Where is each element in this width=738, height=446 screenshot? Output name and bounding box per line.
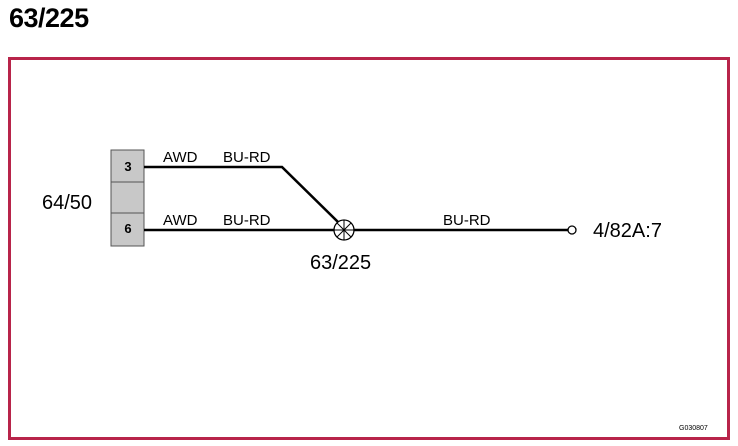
connector-64-50: 3 6 <box>110 149 145 247</box>
page-title: 63/225 <box>9 3 89 33</box>
wire-function-label: AWD <box>163 212 198 229</box>
terminal-icon <box>567 225 577 235</box>
wire-color-label: BU-RD <box>223 149 271 166</box>
wire-color-label: BU-RD <box>223 212 271 229</box>
pin-label-6: 6 <box>124 221 131 236</box>
wire-color-label: BU-RD <box>443 212 491 229</box>
splice-icon <box>333 219 355 241</box>
destination-label: 4/82A:7 <box>593 220 662 242</box>
wire-function-label: AWD <box>163 149 198 166</box>
connector-body <box>110 149 145 247</box>
wire-pin3 <box>144 165 339 223</box>
pin-label-3: 3 <box>124 159 131 174</box>
splice-label: 63/225 <box>310 252 371 274</box>
connector-label: 64/50 <box>42 192 92 214</box>
diagram-frame <box>8 57 730 440</box>
figure-code: G030807 <box>679 425 708 432</box>
